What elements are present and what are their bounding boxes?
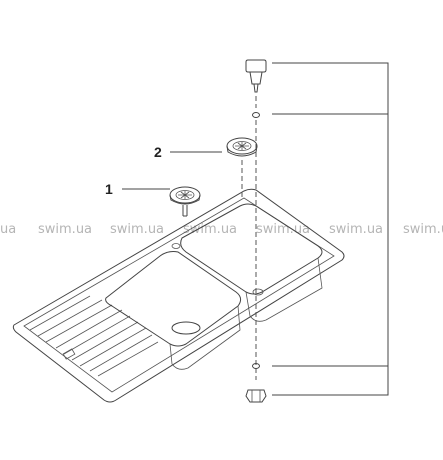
small-bowl-drain: [171, 321, 201, 335]
sink-inner-rim: [23, 197, 335, 393]
callout-label-2: 2: [154, 144, 162, 160]
overflow-slot: [62, 348, 76, 360]
watermark-text: swim.ua: [110, 222, 164, 237]
watermark-text: swim.ua: [329, 222, 383, 237]
sink-body: [12, 188, 345, 403]
strainer-basket-1: [169, 186, 201, 217]
watermark-text: swim.ua: [256, 222, 310, 237]
watermark-text: swim.ua: [38, 222, 92, 237]
large-bowl-drain-hole: [252, 288, 264, 296]
washer-top: [252, 112, 260, 118]
washer-bottom: [252, 363, 260, 369]
popup-knob: [245, 59, 267, 93]
parts-bracket: [272, 62, 389, 396]
callout-leaders: [122, 151, 222, 190]
small-bowl-depth: [169, 305, 241, 370]
tap-hole: [171, 243, 181, 249]
watermark-text: swim.ua: [183, 222, 237, 237]
drainboard-grooves: [29, 295, 159, 377]
small-bowl: [105, 251, 242, 347]
strainer-basket-2: [226, 137, 258, 157]
watermark-text: swim.u: [403, 222, 443, 237]
callout-label-1: 1: [105, 181, 113, 197]
large-bowl-depth: [245, 257, 323, 322]
watermark-row: ua swim.ua swim.ua swim.ua swim.ua swim.…: [0, 222, 443, 237]
bottom-nut: [245, 389, 267, 403]
large-bowl: [180, 203, 323, 295]
watermark-text: ua: [0, 222, 16, 237]
sink-outer-rim: [12, 188, 345, 403]
